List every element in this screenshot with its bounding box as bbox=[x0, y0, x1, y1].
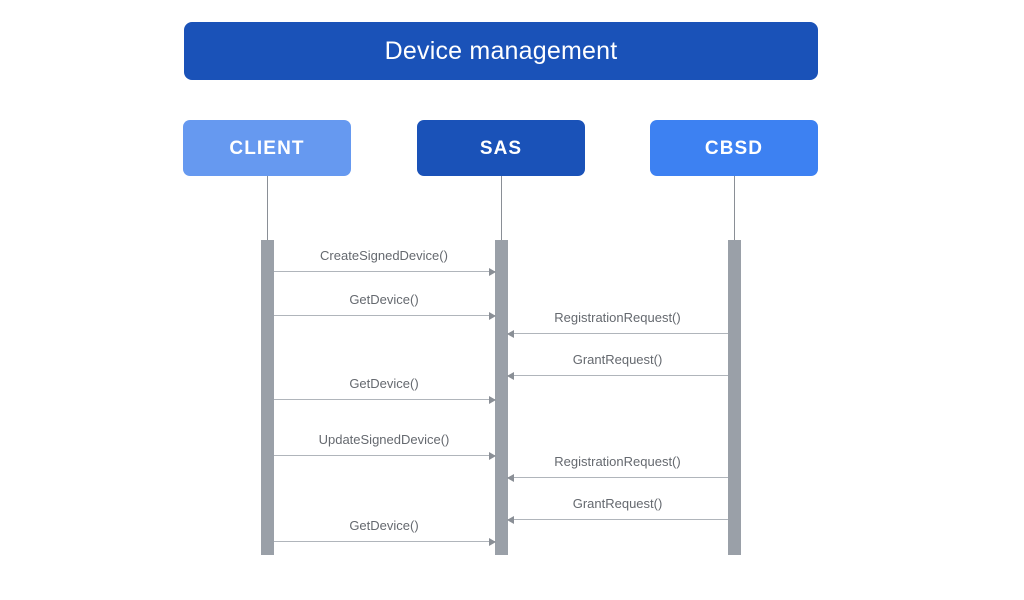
participant-box-client[interactable]: CLIENT bbox=[183, 120, 351, 176]
participant-label: CLIENT bbox=[229, 137, 305, 159]
participant-label: CBSD bbox=[704, 137, 764, 159]
lifeline-cbsd bbox=[734, 176, 735, 240]
participant-box-sas[interactable]: SAS bbox=[417, 120, 585, 176]
lifeline-sas bbox=[501, 176, 502, 240]
arrowhead-left-icon bbox=[506, 473, 514, 482]
activation-bar-cbsd bbox=[727, 240, 741, 555]
message-line bbox=[273, 541, 495, 542]
message-line bbox=[507, 477, 728, 478]
message-label: GrantRequest() bbox=[572, 496, 663, 511]
message-label: CreateSignedDevice() bbox=[320, 248, 448, 263]
message-line bbox=[273, 455, 495, 456]
message-line bbox=[273, 315, 495, 316]
arrowhead-right-icon bbox=[488, 395, 496, 404]
arrowhead-right-icon bbox=[488, 267, 496, 276]
activation-bar-client bbox=[260, 240, 274, 555]
message-line bbox=[273, 271, 495, 272]
message-line bbox=[507, 519, 728, 520]
message-line bbox=[507, 333, 728, 334]
arrowhead-left-icon bbox=[506, 371, 514, 380]
participant-label: SAS bbox=[479, 137, 523, 159]
message-label: GetDevice() bbox=[349, 518, 419, 533]
activation-bar-sas bbox=[494, 240, 508, 555]
arrowhead-left-icon bbox=[506, 329, 514, 338]
message-label: GrantRequest() bbox=[572, 352, 663, 367]
message-label: RegistrationRequest() bbox=[554, 310, 681, 325]
message-line bbox=[273, 399, 495, 400]
message-label: UpdateSignedDevice() bbox=[318, 432, 450, 447]
arrowhead-right-icon bbox=[488, 537, 496, 546]
participant-box-cbsd[interactable]: CBSD bbox=[650, 120, 818, 176]
page-title: Device management bbox=[384, 36, 618, 65]
arrowhead-right-icon bbox=[488, 451, 496, 460]
diagram-title-bar: Device management bbox=[184, 22, 818, 80]
message-line bbox=[507, 375, 728, 376]
message-label: GetDevice() bbox=[349, 292, 419, 307]
arrowhead-left-icon bbox=[506, 515, 514, 524]
arrowhead-right-icon bbox=[488, 311, 496, 320]
lifeline-client bbox=[267, 176, 268, 240]
message-label: GetDevice() bbox=[349, 376, 419, 391]
message-label: RegistrationRequest() bbox=[554, 454, 681, 469]
